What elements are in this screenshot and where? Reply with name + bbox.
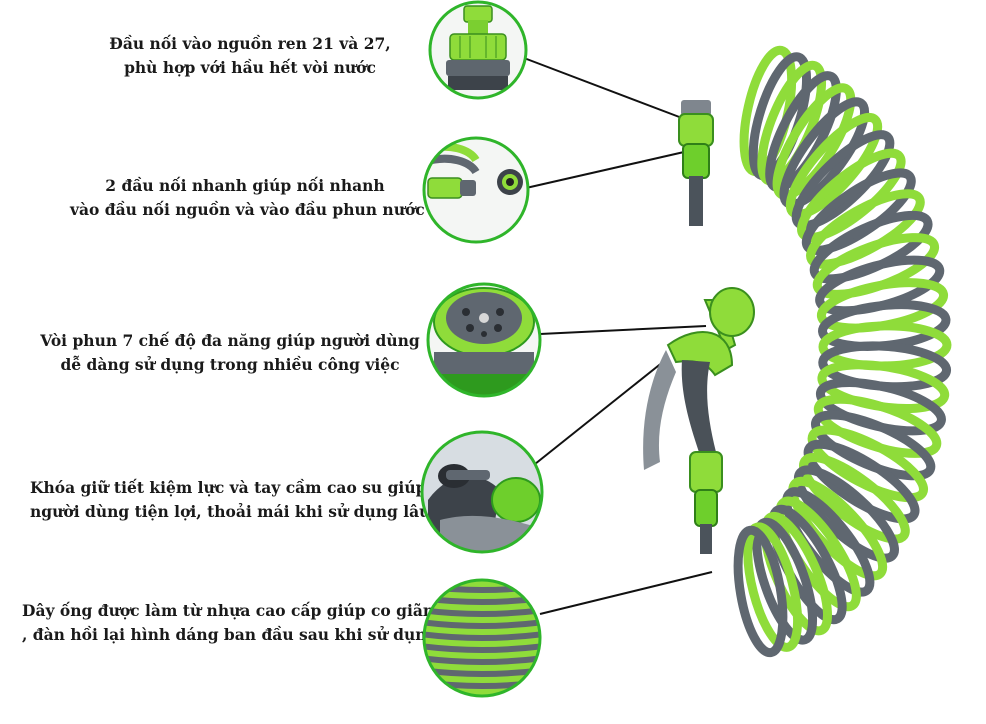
hose-coil-loop	[803, 439, 920, 524]
hose-stripe	[424, 649, 540, 659]
trigger-lock-icon	[420, 430, 544, 554]
spray-gun-icon	[643, 287, 755, 554]
caption-quick-connectors: 2 đầu nối nhanh giúp nối nhanh vào đầu n…	[70, 176, 425, 219]
top-connector-icon	[678, 100, 714, 226]
quick-connector-icon	[422, 136, 530, 244]
hose-stripe	[424, 661, 540, 671]
hose-coil-loop	[793, 465, 899, 563]
hose-stripe	[424, 625, 540, 635]
spray-nozzle-icon	[426, 282, 542, 398]
hose-coil-loop	[788, 476, 888, 581]
coiled-hose-product	[733, 45, 952, 658]
hose-stripe	[424, 637, 540, 647]
hose-coil-loop	[743, 522, 803, 652]
caption-hose-material: Dây ống được làm từ nhựa cao cấp giúp co…	[22, 601, 438, 644]
caption-trigger-lock: Khóa giữ tiết kiệm lực và tay cầm cao su…	[30, 478, 431, 521]
hose-coil-loop	[733, 525, 788, 658]
pointer-lines	[523, 57, 713, 615]
hose-stripe	[424, 613, 540, 623]
caption-spray-nozzle: Vòi phun 7 chế độ đa năng giúp người dùn…	[40, 331, 420, 374]
hose-coil-loop	[799, 453, 910, 544]
hose-coil-loop	[752, 517, 818, 645]
caption-connector: Đầu nối vào nguồn ren 21 và 27, phù hợp …	[109, 34, 391, 77]
coiled-hose-icon	[422, 578, 542, 698]
faucet-connector-icon	[428, 0, 528, 100]
